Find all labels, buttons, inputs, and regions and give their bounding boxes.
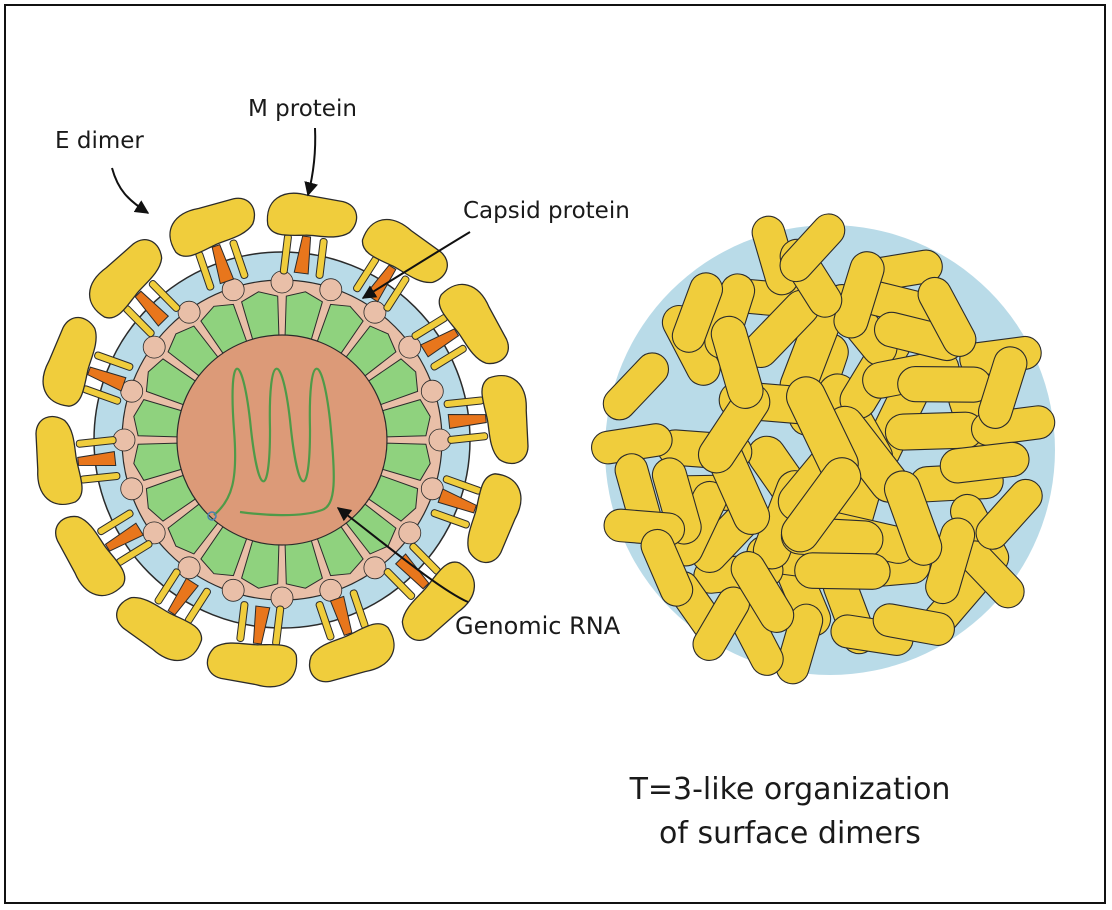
capsid-bump [399, 336, 421, 358]
capsid-bump [143, 336, 165, 358]
capsid-bump [320, 279, 342, 301]
genomic-rna-label: Genomic RNA [455, 612, 620, 640]
capsid-bump [222, 579, 244, 601]
capsid-bump [364, 557, 386, 579]
surface-dimer [885, 412, 984, 451]
surface-dimer [898, 366, 992, 402]
virion-surface-view [589, 207, 1056, 687]
arrow-m-protein [308, 128, 315, 195]
capsid-bump [178, 301, 200, 323]
capsid-bump [364, 301, 386, 323]
capsid-bump [421, 380, 443, 402]
capsid-bump [399, 522, 421, 544]
capsid-protein-label: Capsid protein [463, 198, 630, 224]
capsid-bump [271, 271, 293, 293]
capsid-bump [178, 557, 200, 579]
surface-caption: T=3-like organization of surface dimers [580, 768, 1000, 856]
caption-line-1: T=3-like organization [580, 768, 1000, 812]
e-dimer-label: E dimer [55, 128, 144, 154]
m-protein-label: M protein [248, 96, 357, 122]
arrow-e-dimer [112, 168, 148, 213]
capsid-bump [271, 587, 293, 609]
surface-dimer [794, 552, 890, 589]
capsid-bump [121, 478, 143, 500]
capsid-bump [143, 522, 165, 544]
surface-dimer-group [589, 207, 1056, 687]
caption-line-2: of surface dimers [580, 812, 1000, 856]
